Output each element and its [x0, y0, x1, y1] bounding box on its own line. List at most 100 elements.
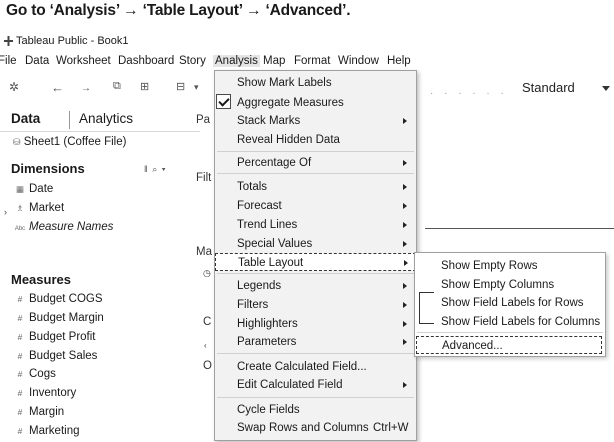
submenu-item-advanced[interactable]: Advanced... — [416, 336, 602, 354]
menu-map[interactable]: Map — [263, 55, 286, 67]
menu-dashboard[interactable]: Dashboard — [118, 55, 175, 67]
submenu-item-show-field-labels-columns[interactable]: Show Field Labels for Columns — [441, 316, 601, 328]
menu-analysis[interactable]: Analysis — [213, 55, 260, 67]
database-icon: ⛁ — [13, 137, 21, 147]
menu-item-forecast[interactable]: Forecast — [215, 197, 416, 215]
save-icon[interactable]: ⊟ — [176, 81, 186, 93]
measure-icon: # — [17, 313, 23, 323]
chevron-down-icon[interactable] — [602, 86, 610, 91]
menu-item-legends[interactable]: Legends — [215, 277, 416, 295]
menu-item-highlighters[interactable]: Highlighters — [215, 315, 416, 333]
measure-field[interactable]: #Inventory — [14, 387, 77, 403]
menu-item-reveal-hidden-data[interactable]: Reveal Hidden Data — [237, 134, 340, 146]
hierarchy-icon: ♗ — [16, 203, 24, 213]
menu-bar: File Data Worksheet Dashboard Story Anal… — [0, 53, 614, 71]
submenu-arrow-icon — [403, 302, 407, 308]
tableau-home-icon[interactable]: ✲ — [9, 80, 20, 94]
data-source-label: Sheet1 (Coffee File) — [23, 136, 127, 148]
measure-field[interactable]: #Margin — [14, 406, 65, 422]
menu-item-cycle-fields[interactable]: Cycle Fields — [237, 404, 300, 416]
data-source-icon[interactable]: ⧉ — [113, 80, 121, 92]
submenu-arrow-icon — [403, 241, 407, 247]
submenu-arrow-icon — [403, 160, 407, 166]
data-source-item[interactable]: ⛁ Sheet1 (Coffee File) — [13, 136, 126, 148]
expand-arrow-icon[interactable]: › — [4, 207, 7, 217]
menu-item-percentage-of[interactable]: Percentage Of — [215, 154, 416, 172]
new-sheet-icon[interactable]: ⊞ — [140, 81, 150, 93]
pages-shelf-label: Pa — [196, 114, 211, 126]
marks-color-label: C — [203, 316, 212, 328]
measures-header: Measures — [11, 272, 71, 287]
submenu-item-show-empty-rows[interactable]: Show Empty Rows — [441, 260, 538, 272]
dimension-field-market[interactable]: ♗Market — [14, 202, 64, 218]
menu-file[interactable]: File — [0, 55, 17, 67]
chevron-down-icon[interactable]: ▾ — [194, 82, 199, 92]
menu-item-show-mark-labels[interactable]: Show Mark Labels — [237, 77, 332, 89]
submenu-arrow-icon — [403, 283, 407, 289]
submenu-arrow-icon — [403, 321, 407, 327]
measure-icon: # — [17, 294, 23, 304]
marks-other-label: O — [203, 360, 212, 372]
menu-data[interactable]: Data — [25, 55, 50, 67]
menu-help[interactable]: Help — [387, 55, 411, 67]
instruction-text: Go to ‘Analysis’ → ‘Table Layout’ → ‘Adv… — [6, 2, 351, 19]
submenu-arrow-icon — [403, 222, 407, 228]
menu-item-aggregate-measures[interactable]: Aggregate Measures — [215, 94, 416, 112]
title-bar: Tableau Public - Book1 — [0, 31, 614, 53]
forward-arrow-icon[interactable]: → — [81, 83, 91, 94]
menu-item-create-calculated-field[interactable]: Create Calculated Field... — [237, 361, 367, 373]
dimension-field-date[interactable]: ▦Date — [15, 183, 54, 195]
pane-divider — [0, 131, 200, 132]
menu-item-special-values[interactable]: Special Values — [215, 235, 416, 253]
measure-field[interactable]: #Budget Margin — [14, 312, 104, 328]
menu-separator — [217, 273, 414, 274]
analysis-menu: Show Mark Labels Aggregate Measures Stac… — [214, 70, 417, 441]
menu-separator — [217, 397, 414, 398]
measure-field[interactable]: #Budget Sales — [14, 350, 98, 366]
menu-separator — [217, 353, 414, 354]
field-labels-bracket — [419, 292, 434, 324]
tab-analytics[interactable]: Analytics — [79, 111, 134, 126]
measure-icon: # — [17, 407, 23, 417]
tab-data[interactable]: Data — [11, 111, 41, 126]
measure-icon: # — [17, 369, 23, 379]
toolbar-separator-dots: · · · · · · — [430, 88, 508, 99]
calendar-icon: ▦ — [15, 184, 25, 194]
measure-icon: # — [17, 332, 23, 342]
abc-icon: Abc — [14, 226, 26, 232]
toolbar: ✲ ← → ⧉ ⊞ ⊟ ▾ — [0, 74, 614, 102]
menu-item-totals[interactable]: Totals — [215, 178, 416, 196]
menu-item-table-layout[interactable]: Table Layout — [215, 253, 416, 271]
measure-field[interactable]: #Cogs — [14, 368, 56, 384]
marks-icon: ◷ — [203, 268, 211, 278]
tab-divider — [69, 111, 70, 129]
menu-worksheet[interactable]: Worksheet — [56, 55, 111, 67]
menu-story[interactable]: Story — [179, 55, 206, 67]
dimensions-tools[interactable]: ‖ ⌕ ▾ — [144, 164, 167, 174]
menu-format[interactable]: Format — [294, 55, 331, 67]
submenu-item-show-field-labels-rows[interactable]: Show Field Labels for Rows — [441, 297, 584, 309]
measure-field[interactable]: #Marketing — [14, 425, 80, 441]
submenu-item-show-empty-columns[interactable]: Show Empty Columns — [441, 279, 555, 291]
measure-icon: # — [17, 426, 23, 436]
submenu-arrow-icon — [403, 203, 407, 209]
shortcut-label: Ctrl+W — [373, 422, 409, 434]
back-arrow-icon[interactable]: ← — [51, 80, 64, 95]
menu-separator — [217, 173, 414, 174]
measure-field[interactable]: #Budget COGS — [14, 293, 103, 309]
menu-item-stack-marks[interactable]: Stack Marks — [215, 112, 416, 130]
menu-item-edit-calculated-field[interactable]: Edit Calculated Field — [215, 376, 416, 394]
view-size-dropdown[interactable]: Standard — [522, 80, 575, 95]
submenu-arrow-icon — [403, 339, 407, 345]
measure-icon: # — [17, 388, 23, 398]
menu-item-trend-lines[interactable]: Trend Lines — [215, 216, 416, 234]
dimensions-header: Dimensions — [11, 161, 85, 176]
window-title: Tableau Public - Book1 — [16, 35, 129, 47]
menu-window[interactable]: Window — [338, 55, 379, 67]
menu-item-parameters[interactable]: Parameters — [215, 333, 416, 351]
measure-field[interactable]: #Budget Profit — [14, 331, 96, 347]
submenu-arrow-icon — [403, 118, 407, 124]
menu-item-filters[interactable]: Filters — [215, 296, 416, 314]
